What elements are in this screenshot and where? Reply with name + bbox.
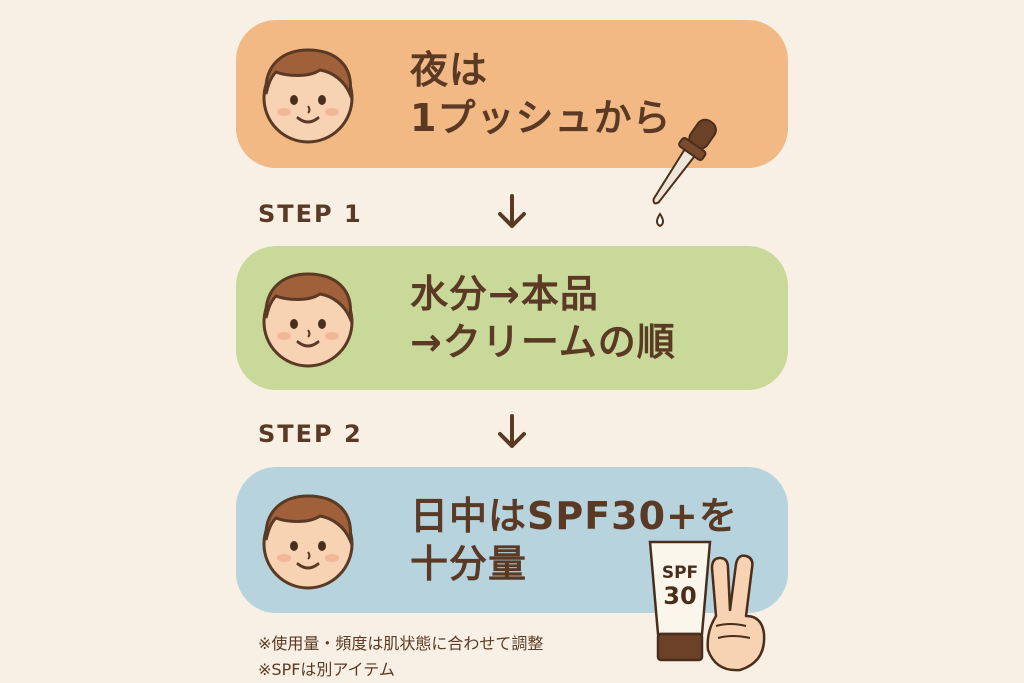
card-line: 水分→本品 <box>410 272 599 316</box>
card-text: 水分→本品 →クリームの順 <box>410 270 676 366</box>
step-card-daytime: 日中はSPF30+を 十分量 <box>236 467 788 613</box>
sunscreen-value: 30 <box>663 582 696 610</box>
card-line: →クリームの順 <box>410 320 676 364</box>
step-card-night: 夜は 1プッシュから <box>236 20 788 168</box>
face-icon <box>262 494 354 590</box>
down-arrow-icon <box>498 194 526 228</box>
footnote: ※使用量・頻度は肌状態に合わせて調整 <box>258 634 544 653</box>
footnote: ※SPFは別アイテム <box>258 660 395 679</box>
sunscreen-tube-icon: SPF 30 <box>648 540 712 662</box>
face-icon <box>262 272 354 368</box>
card-text: 夜は 1プッシュから <box>410 46 671 142</box>
card-text: 日中はSPF30+を 十分量 <box>410 492 738 588</box>
card-line: 日中はSPF30+を <box>410 494 738 538</box>
step-card-order: 水分→本品 →クリームの順 <box>236 246 788 390</box>
step-label: STEP 2 <box>258 420 363 448</box>
face-icon <box>262 48 354 144</box>
dropper-icon <box>652 118 717 228</box>
card-line: 1プッシュから <box>410 96 672 140</box>
down-arrow-icon <box>498 414 526 448</box>
step-label: STEP 1 <box>258 200 363 228</box>
card-line: 十分量 <box>410 542 528 586</box>
sunscreen-label: SPF <box>662 563 698 583</box>
peace-hand-icon <box>706 554 766 672</box>
card-line: 夜は <box>410 48 489 92</box>
